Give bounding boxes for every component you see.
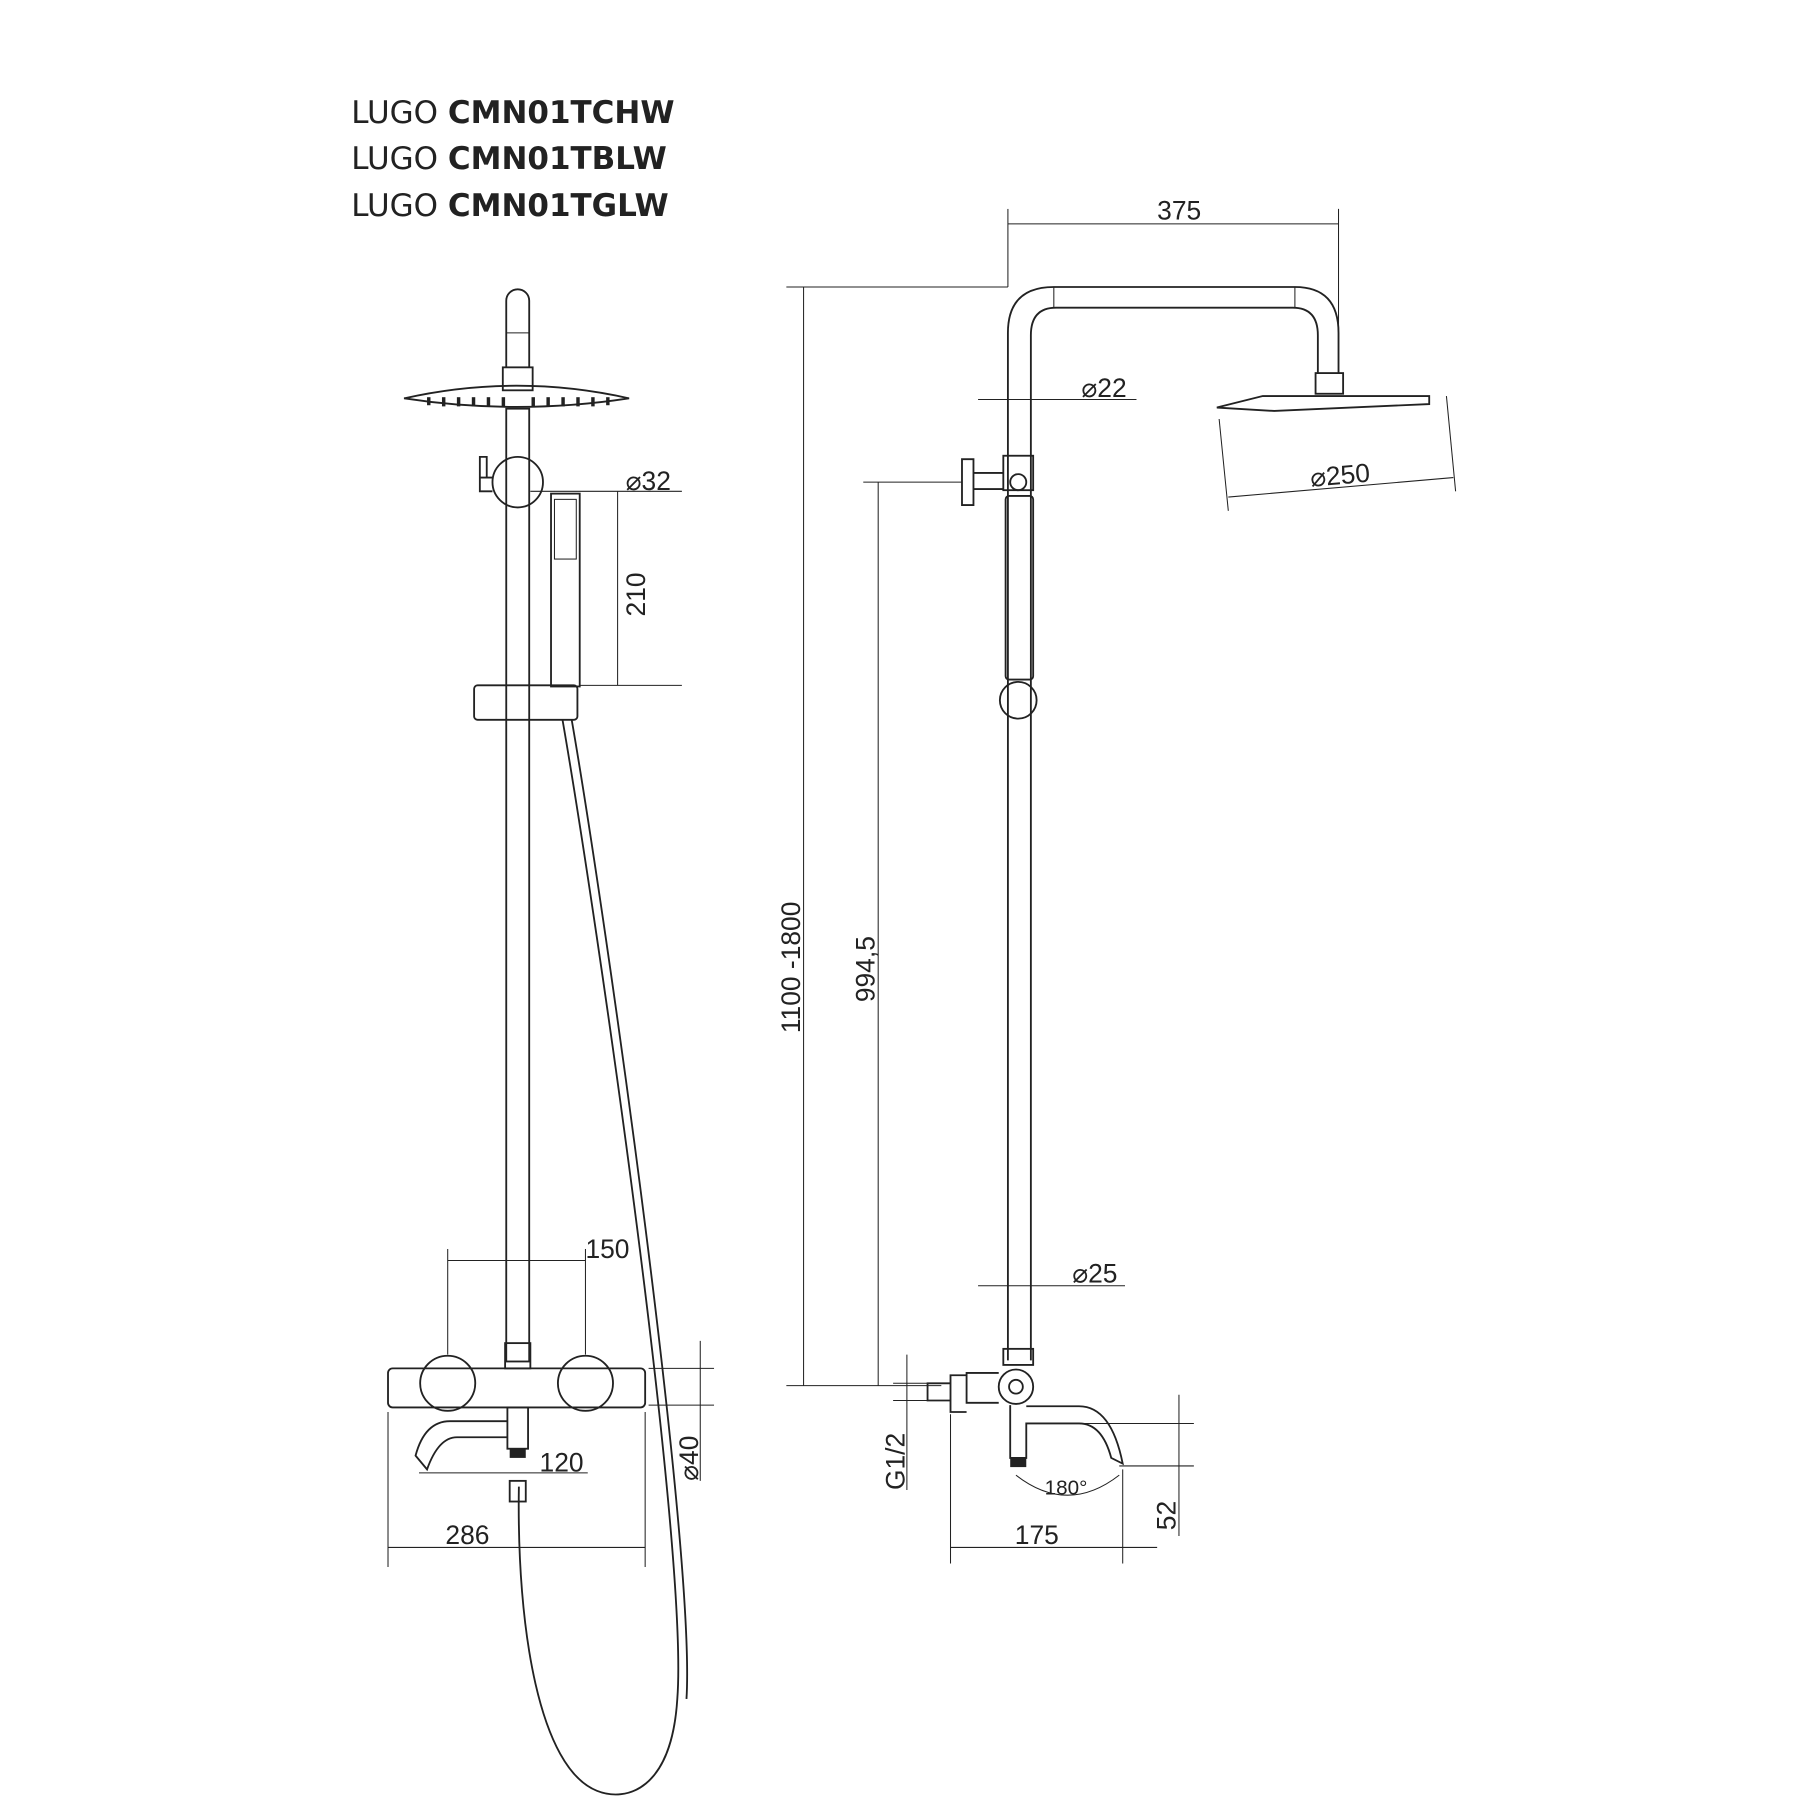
shower-hose — [517, 719, 680, 1796]
dim-body-width: 286 — [445, 1520, 489, 1550]
dim-head-dia: ⌀250 — [1309, 458, 1371, 493]
front-view: ⌀32 210 150 120 286 ⌀40 — [387, 288, 715, 1796]
shower-head-nozzles — [427, 397, 610, 407]
side-rail-base — [1002, 1347, 1035, 1366]
hand-shower — [550, 492, 581, 688]
hand-shower-face — [553, 498, 577, 560]
dim-thread: G1/2 — [881, 1433, 911, 1490]
bath-spout — [414, 1420, 508, 1472]
dim-body-dia: ⌀40 — [674, 1436, 704, 1481]
dim-total-height: 1100 -1800 — [776, 902, 806, 1034]
overhead-shower-head — [403, 384, 630, 408]
title-line-1: LUGO CMN01TCHW — [351, 95, 674, 131]
hose-nut — [508, 1479, 527, 1503]
dim-arm-length: 375 — [1157, 195, 1201, 225]
dim-rotation: 180° — [1045, 1477, 1088, 1500]
side-spout — [1009, 1405, 1124, 1466]
dim-hand-shower-length: 210 — [621, 572, 651, 616]
side-view: 180° 375 ⌀22 ⌀250 1100 -1800 994,5 ⌀25 G… — [776, 195, 1457, 1564]
dim-arm-dia: ⌀22 — [1081, 373, 1126, 403]
dim-spout: 120 — [540, 1448, 584, 1478]
dim-spout-drop: 52 — [1152, 1501, 1182, 1530]
rail-base — [504, 1342, 532, 1370]
slider-bracket — [473, 684, 579, 721]
flow-knob — [556, 1354, 614, 1412]
dim-rail-dia: ⌀25 — [1072, 1258, 1117, 1288]
hose-outlet — [506, 1406, 529, 1450]
side-slider — [998, 680, 1038, 720]
wall-connector — [926, 1372, 999, 1413]
diverter-body — [491, 455, 544, 509]
product-title: LUGO CMN01TCHW LUGO CMN01TBLW LUGO CMN01… — [351, 95, 674, 224]
side-diverter-handle — [961, 458, 1004, 507]
shower-arm — [1006, 286, 1340, 1361]
side-hand-shower — [1004, 495, 1035, 681]
side-shower-head — [1216, 395, 1431, 412]
head-swivel — [1314, 372, 1345, 395]
dim-projection: 175 — [1015, 1520, 1059, 1550]
dim-hand-shower-dia: ⌀32 — [626, 466, 671, 496]
title-line-3: LUGO CMN01TGLW — [351, 188, 668, 224]
rotation-arc — [1015, 1474, 1120, 1496]
diverter-lever — [478, 455, 493, 493]
shower-rail — [505, 407, 531, 1363]
title-line-2: LUGO CMN01TBLW — [351, 141, 667, 177]
dim-knob-spacing: 150 — [585, 1234, 629, 1264]
side-mixer-body — [997, 1368, 1035, 1405]
dim-rail-height: 994,5 — [851, 936, 881, 1002]
head-connector — [501, 366, 534, 392]
temperature-knob — [419, 1354, 477, 1412]
rail-top-cap — [505, 288, 531, 368]
